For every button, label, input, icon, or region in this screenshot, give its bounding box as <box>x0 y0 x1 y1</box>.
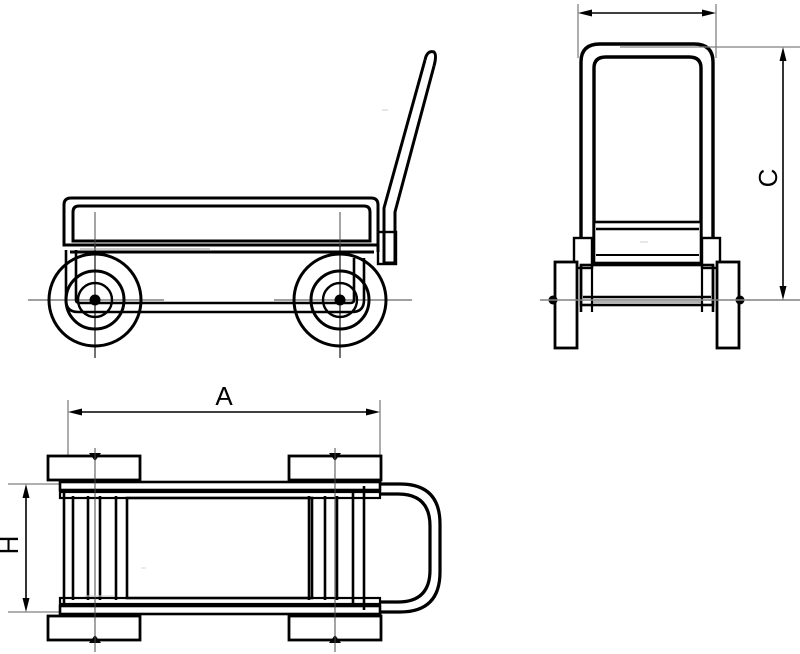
dim-c-arrow-bottom <box>779 286 787 300</box>
handle-mount-bracket <box>376 230 398 266</box>
top-view: A H <box>0 381 442 652</box>
side-chassis-rail <box>64 250 366 314</box>
dim-a-label: A <box>215 381 233 411</box>
top-cross-members <box>62 486 366 610</box>
handle-grip-cap <box>423 50 437 67</box>
front-left-leg-socket <box>572 236 594 270</box>
side-front-wheel <box>47 218 143 358</box>
front-view: C <box>540 4 800 350</box>
dim-h-arrow-top <box>22 484 30 498</box>
front-right-leg-socket <box>700 236 722 270</box>
top-wheel-front-right <box>46 614 142 642</box>
front-left-wheel <box>553 260 579 350</box>
frame-rail-bottom-outer <box>58 604 382 616</box>
front-handle-loop <box>579 42 715 265</box>
dimension-b <box>578 9 716 17</box>
front-right-wheel <box>715 260 741 350</box>
handle-loop-outer-top <box>355 482 442 614</box>
box-inner-shell <box>71 204 372 243</box>
top-bed-panel <box>125 496 314 600</box>
dim-b-arrow-right <box>702 9 716 17</box>
handle-loop-inner <box>592 55 703 265</box>
handle-loop-outer <box>579 42 715 265</box>
chassis-outer-rail <box>64 250 366 314</box>
front-back-panel <box>592 220 703 265</box>
frame-rail-top-outer <box>58 480 382 492</box>
dim-c-label: C <box>753 169 783 188</box>
handle-loop-inner-top <box>355 492 432 604</box>
dim-h-arrow-bottom <box>22 598 30 612</box>
dim-a-arrow-left <box>68 408 82 416</box>
front-lower-chassis <box>579 263 715 312</box>
handle-tube-left-edge <box>382 59 427 263</box>
side-view <box>28 50 437 358</box>
dimension-h: H <box>0 484 30 612</box>
top-wheel-front-left <box>46 454 142 482</box>
top-frame-rails <box>58 480 382 616</box>
dim-a-arrow-right <box>366 408 380 416</box>
dim-c-arrow-top <box>779 47 787 61</box>
top-handle-loop <box>355 482 442 614</box>
dim-b-arrow-left <box>578 9 592 17</box>
side-pull-handle <box>376 50 437 266</box>
dim-h-label: H <box>0 536 24 555</box>
side-box-body <box>62 196 380 254</box>
dimension-a: A <box>68 381 380 416</box>
dimension-c: C <box>753 47 787 300</box>
chassis-inner-rail <box>74 250 356 305</box>
